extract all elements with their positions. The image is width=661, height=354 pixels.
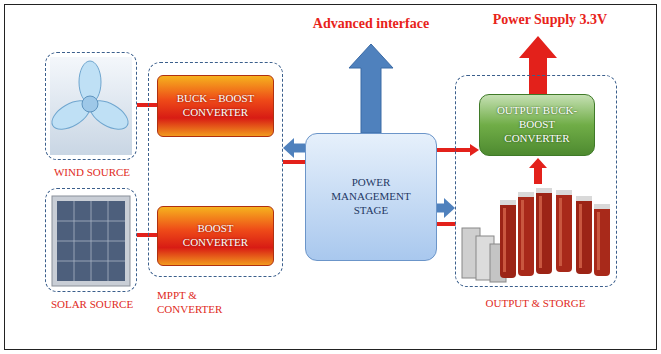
power-supply-arrow	[519, 36, 557, 94]
box-text: BUCK – BOOST CONVERTER	[166, 92, 265, 120]
annotation-label: Advanced interface	[291, 16, 451, 33]
box-text: OUTPUT BUCK-BOOST CONVERTER	[488, 104, 586, 145]
solar-frame	[52, 196, 130, 286]
power-flow-connector	[437, 224, 456, 225]
storage-arrow	[529, 158, 547, 184]
group-label: SOLAR SOURCE	[36, 297, 148, 311]
battery-highlight	[521, 200, 524, 270]
solar-grid-line	[57, 261, 125, 262]
solar-grid-line	[57, 241, 125, 242]
power-flow-connector	[437, 198, 455, 218]
power-flow-connector	[437, 144, 479, 156]
fan-background	[50, 57, 132, 155]
connector-line	[437, 204, 445, 213]
battery-highlight	[579, 204, 582, 268]
box-text: POWER MANAGEMENT STAGE	[314, 176, 428, 217]
source-frame: SOLAR SOURCE	[45, 188, 137, 292]
solar-cells	[57, 201, 125, 281]
power-flow-connector	[283, 138, 305, 158]
solar-grid-line	[57, 221, 125, 222]
battery-cell	[536, 188, 552, 274]
converter-frame: MPPT & CONVERTERBUCK – BOOST CONVERTERBO…	[148, 62, 283, 277]
connector-line	[283, 160, 306, 164]
interface-arrow	[349, 44, 393, 133]
converter-box: BUCK – BOOST CONVERTER	[157, 75, 274, 137]
arrow-head	[283, 138, 294, 158]
connector-line	[437, 148, 471, 152]
battery-highlight	[559, 198, 562, 266]
annotation-label: Power Supply 3.3V	[480, 12, 620, 29]
connector-line	[437, 222, 456, 226]
converter-box: OUTPUT BUCK-BOOST CONVERTER	[479, 94, 595, 156]
arrow-head	[470, 144, 479, 156]
outer-frame	[5, 5, 657, 350]
power-flow-connector	[283, 162, 306, 163]
management-box: POWER MANAGEMENT STAGE	[305, 133, 437, 261]
solar-grid	[57, 201, 125, 281]
group-label: OUTPUT & STORGE	[456, 296, 615, 310]
battery-cell	[556, 190, 572, 272]
arrow-head	[444, 198, 455, 218]
connector-line	[294, 144, 306, 153]
battery-highlight	[597, 212, 600, 270]
battery-highlight	[539, 196, 542, 268]
fan-hub	[82, 96, 98, 112]
battery-highlight	[503, 208, 506, 272]
battery-cap	[594, 204, 610, 209]
battery-cell	[500, 200, 516, 278]
group-label: MPPT & CONVERTER	[157, 288, 241, 317]
source-frame: WIND SOURCE	[45, 52, 137, 160]
battery-cell	[594, 204, 610, 276]
battery-cap	[536, 188, 552, 193]
battery-cap	[556, 190, 572, 195]
battery-cap	[576, 196, 592, 201]
group-label: WIND SOURCE	[36, 165, 148, 179]
output-frame: OUTPUT & STORGEOUTPUT BUCK-BOOST CONVERT…	[455, 75, 617, 287]
battery-cell	[518, 192, 534, 276]
converter-box: BOOST CONVERTER	[157, 206, 274, 266]
battery-cap	[500, 200, 516, 205]
battery-cell	[576, 196, 592, 274]
box-text: BOOST CONVERTER	[166, 222, 265, 250]
battery-cap	[518, 192, 534, 197]
